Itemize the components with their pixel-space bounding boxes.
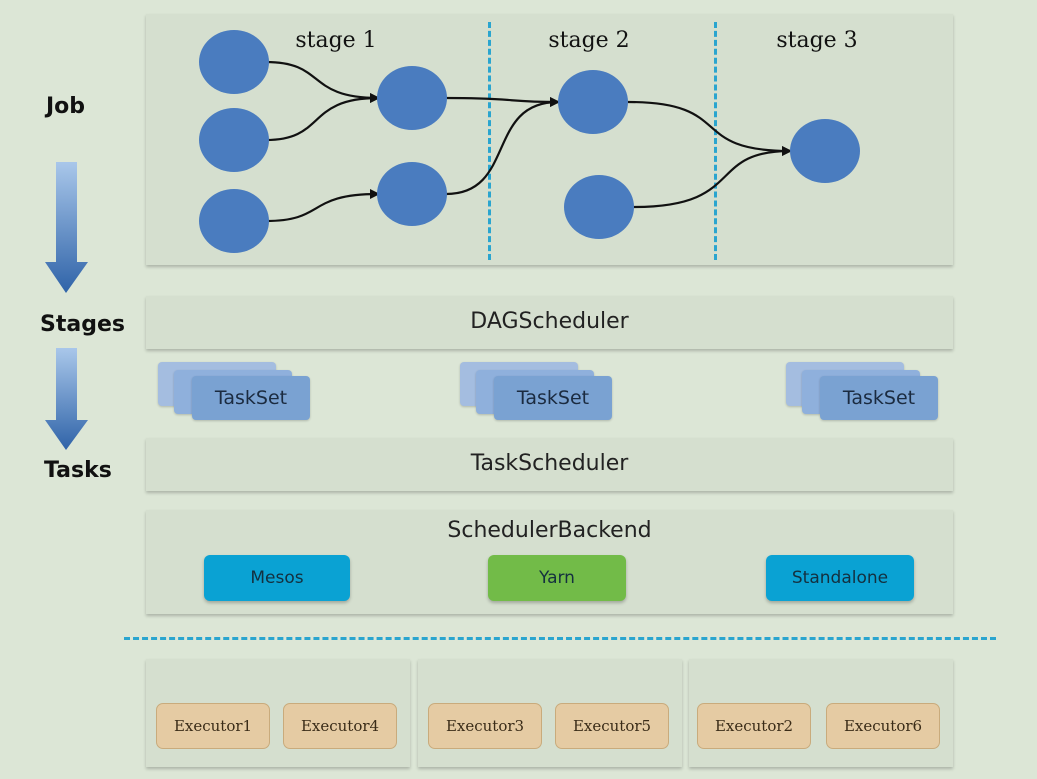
stages-to-tasks-arrow <box>45 348 88 450</box>
stage-2-label: stage 2 <box>548 28 630 53</box>
executor-box: Executor3 <box>428 703 542 749</box>
dag-edge <box>627 100 792 156</box>
tasks-label: Tasks <box>44 458 112 483</box>
rdd-node <box>199 30 269 94</box>
stage-boundary-1 <box>488 22 491 260</box>
executor-box: Executor1 <box>156 703 270 749</box>
stages-label: Stages <box>40 312 125 337</box>
executor-box: Executor5 <box>555 703 669 749</box>
dag-edge <box>265 60 380 103</box>
stage-3-label: stage 3 <box>776 28 858 53</box>
scheduler-backend-label: SchedulerBackend <box>447 518 652 543</box>
scheduler-backend-panel: SchedulerBackend Mesos Yarn Standalone <box>146 510 953 614</box>
executor-box: Executor2 <box>697 703 811 749</box>
dag-edge <box>265 189 380 223</box>
rdd-node <box>199 189 269 253</box>
task-scheduler-bar: TaskScheduler <box>146 438 953 491</box>
dag-edge <box>633 146 792 209</box>
worker-node-2: Executor3 Executor5 <box>418 659 682 767</box>
executor-box: Executor6 <box>826 703 940 749</box>
worker-node-1: Executor1 Executor4 <box>146 659 410 767</box>
job-to-stages-arrow <box>45 162 88 293</box>
cluster-divider <box>124 637 996 640</box>
standalone-box: Standalone <box>766 555 914 601</box>
rdd-node <box>377 162 447 226</box>
rdd-node <box>790 119 860 183</box>
dag-edge <box>265 93 380 142</box>
stage-1-label: stage 1 <box>295 28 377 53</box>
dag-scheduler-label: DAGScheduler <box>470 309 629 334</box>
yarn-box: Yarn <box>488 555 626 601</box>
stage-boundary-2 <box>714 22 717 260</box>
worker-node-3: Executor2 Executor6 <box>689 659 953 767</box>
dag-edge <box>445 97 560 196</box>
taskset-label: TaskSet <box>516 387 590 409</box>
taskset-label: TaskSet <box>214 387 288 409</box>
job-dag-panel: stage 1 stage 2 stage 3 <box>146 14 953 265</box>
executor-box: Executor4 <box>283 703 397 749</box>
dag-scheduler-bar: DAGScheduler <box>146 296 953 349</box>
taskset-label: TaskSet <box>842 387 916 409</box>
mesos-box: Mesos <box>204 555 350 601</box>
rdd-node <box>199 108 269 172</box>
rdd-dag-graph <box>199 30 860 253</box>
task-scheduler-label: TaskScheduler <box>470 451 629 476</box>
job-label: Job <box>46 94 86 119</box>
rdd-node <box>377 66 447 130</box>
dag-edge <box>445 96 560 107</box>
rdd-node <box>564 175 634 239</box>
rdd-node <box>558 70 628 134</box>
